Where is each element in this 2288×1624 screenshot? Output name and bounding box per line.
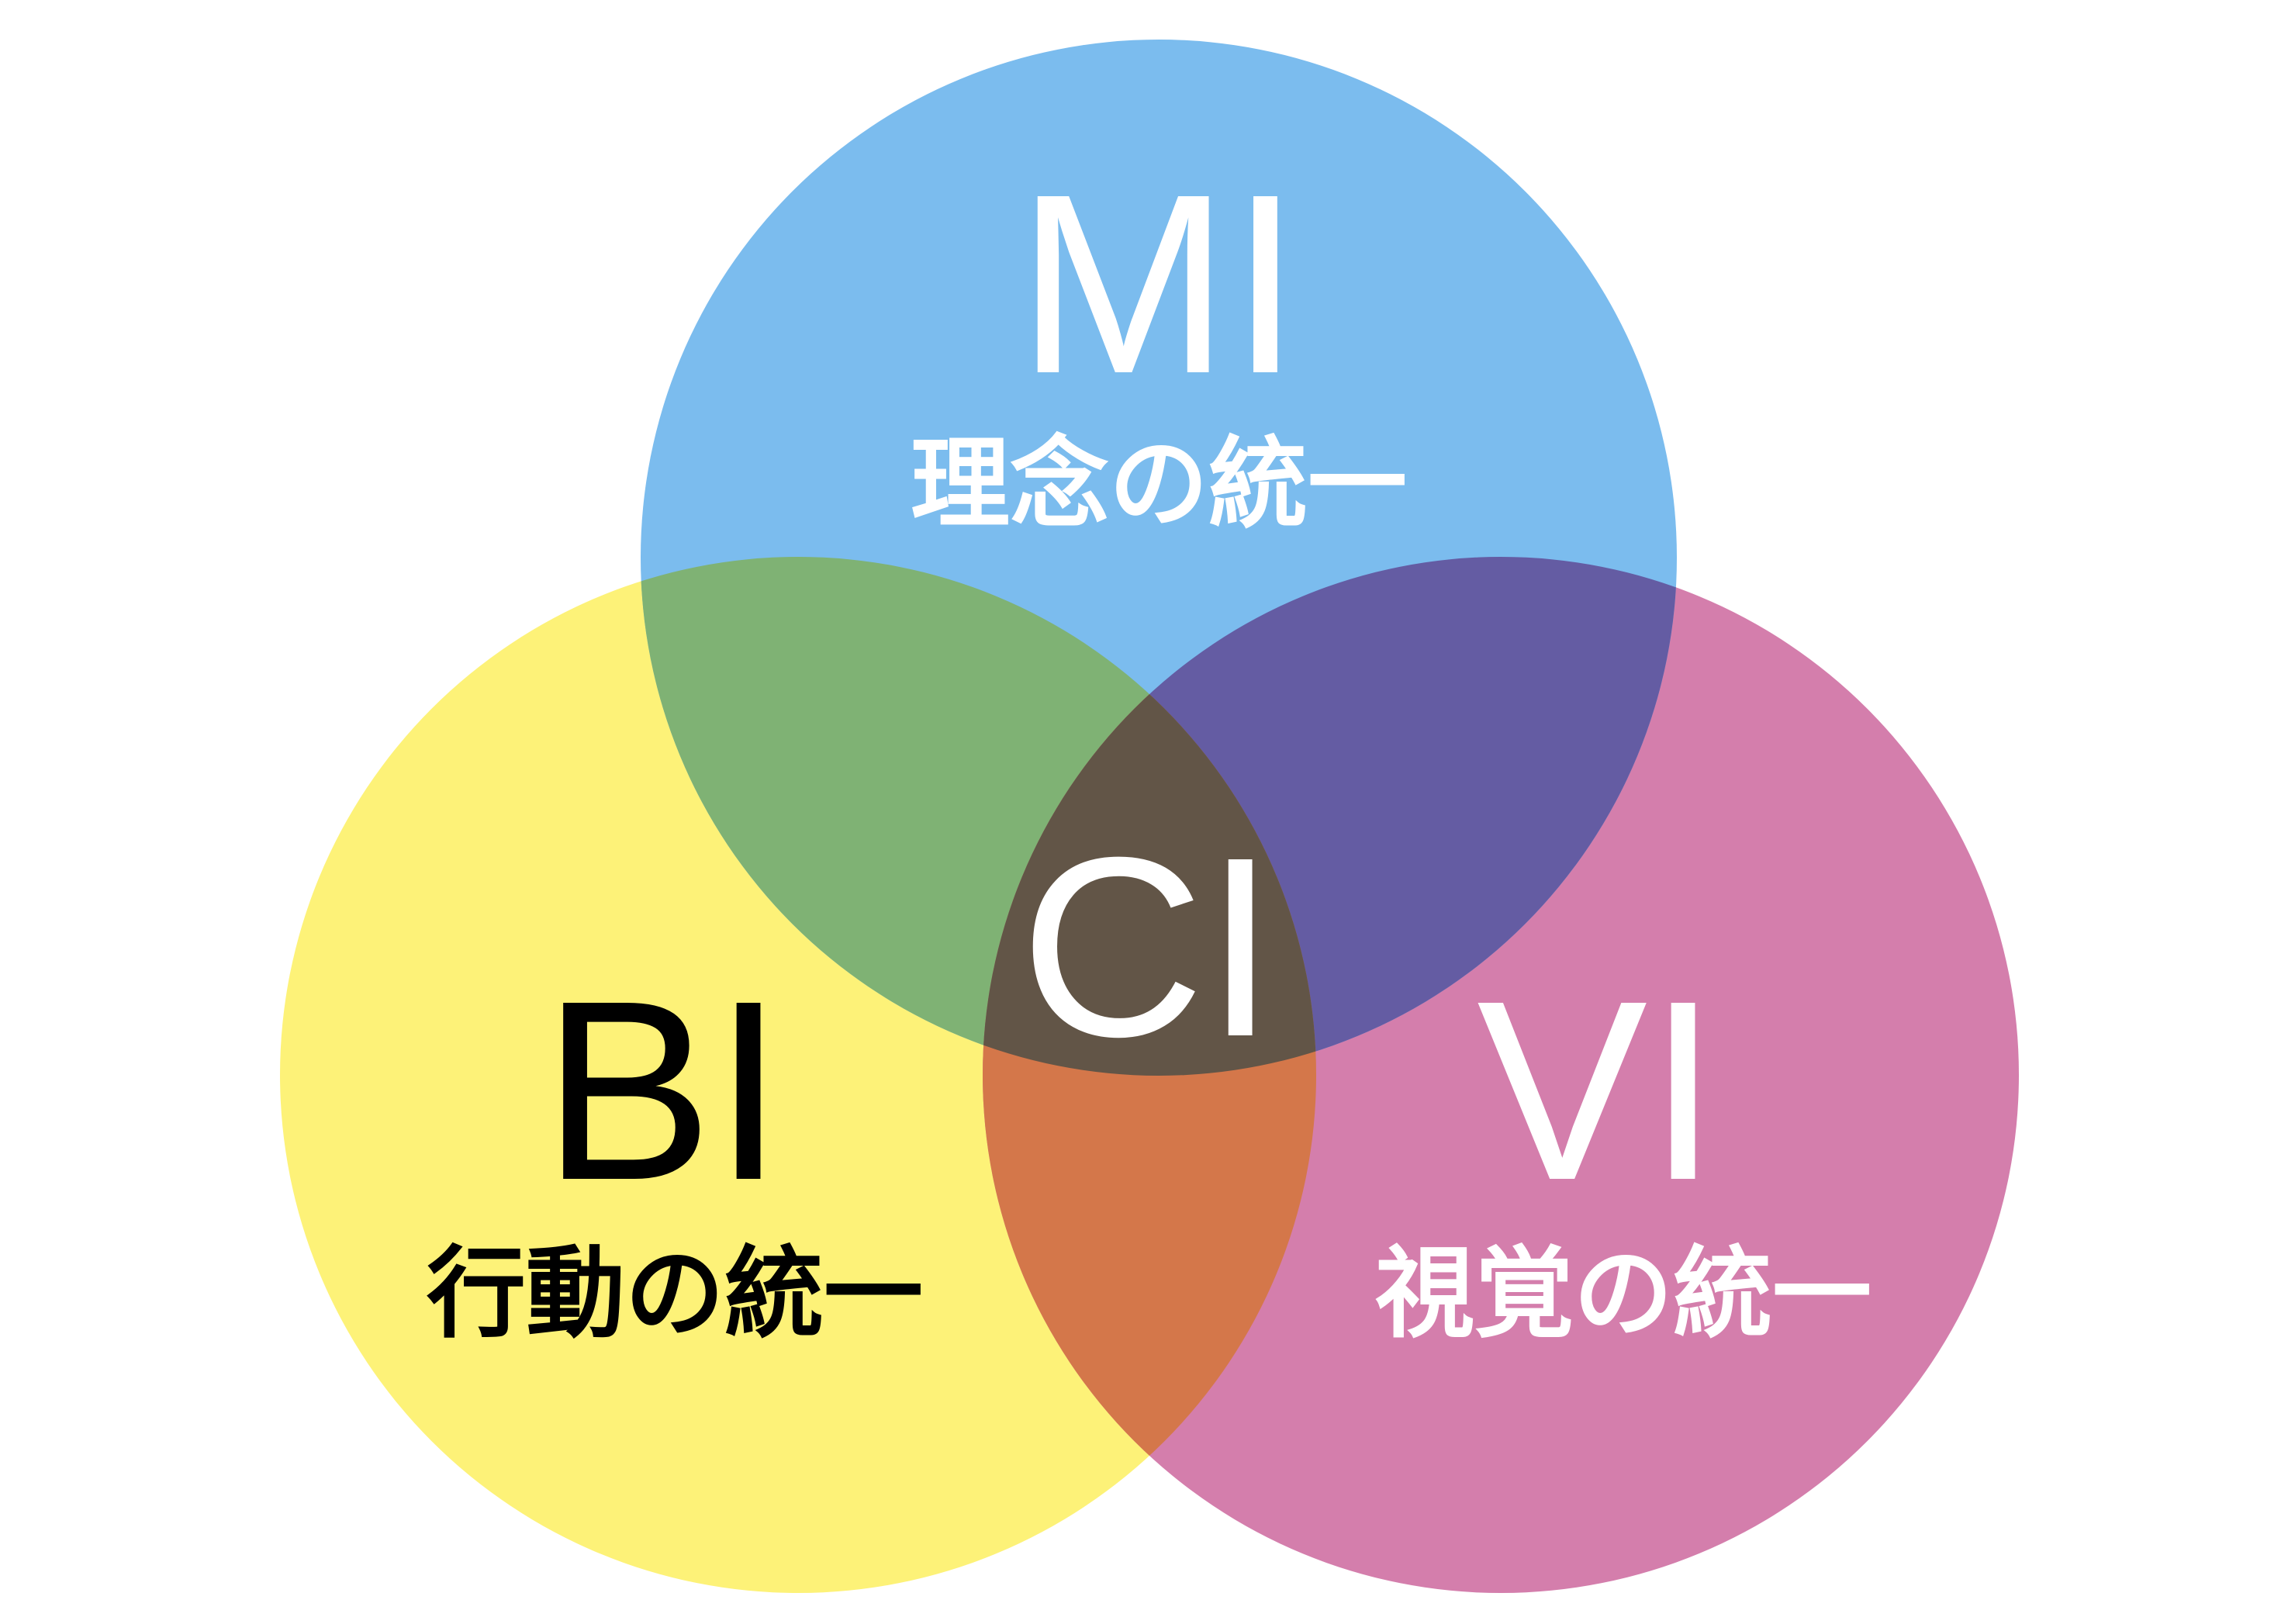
ci-center-overlap: [983, 557, 1316, 1076]
mi-sublabel: 理念の統一: [911, 427, 1407, 542]
vi-label: VI: [1477, 947, 1719, 1233]
bi-sublabel: 行動の統一: [427, 1236, 923, 1352]
mi-label: MI: [1017, 140, 1301, 427]
ci-label: CI: [1020, 803, 1276, 1090]
bi-label: BI: [542, 947, 784, 1233]
vi-sublabel: 視覚の統一: [1375, 1236, 1872, 1352]
